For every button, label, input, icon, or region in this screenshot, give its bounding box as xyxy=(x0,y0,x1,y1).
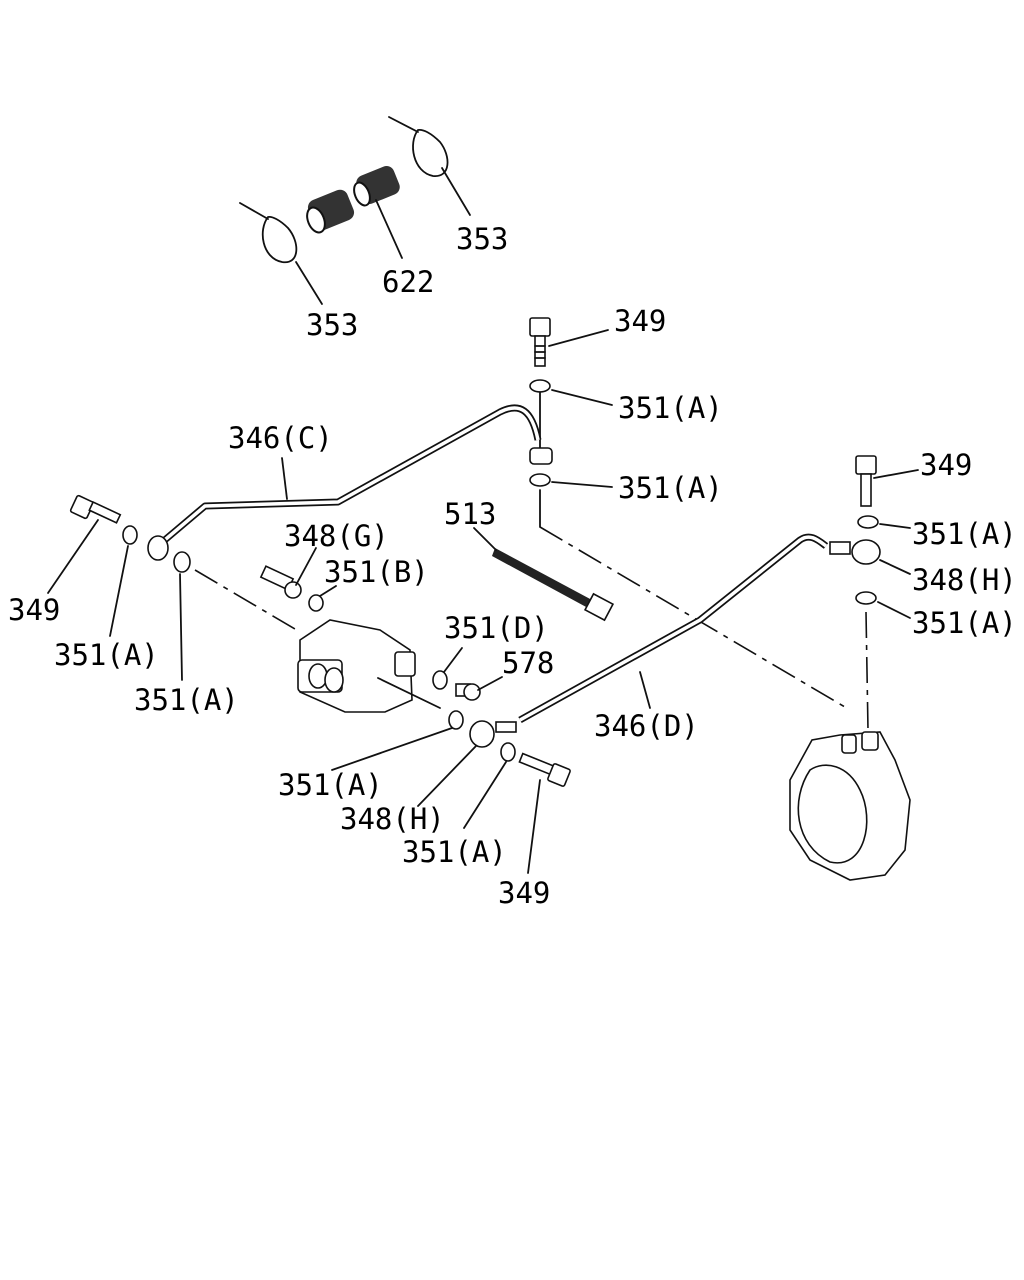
washer-left xyxy=(122,525,138,545)
label-351A-2: 351(A) xyxy=(618,471,723,505)
cylinder-housing xyxy=(789,731,911,881)
label-348H-lower: 348(H) xyxy=(340,802,445,836)
washer-top-1 xyxy=(529,379,551,393)
bolt-349-top xyxy=(529,317,551,367)
pump-housing xyxy=(297,619,441,713)
label-349-lower: 349 xyxy=(498,876,550,910)
label-513: 513 xyxy=(444,497,496,531)
label-353-top: 353 xyxy=(456,222,508,256)
eye-fitting-top xyxy=(529,447,553,465)
washer-right-2 xyxy=(855,591,877,605)
cable-tie-right xyxy=(388,116,449,177)
washer-351B xyxy=(308,594,324,612)
label-351A-8: 351(A) xyxy=(402,835,507,869)
bolt-349-right xyxy=(855,455,877,507)
label-578: 578 xyxy=(502,646,554,680)
label-622: 622 xyxy=(382,265,434,299)
label-346D: 346(D) xyxy=(594,709,699,743)
label-351B: 351(B) xyxy=(324,555,429,589)
label-351A-1: 351(A) xyxy=(618,391,723,425)
washer-right-1 xyxy=(857,515,879,529)
label-349-left: 349 xyxy=(8,593,60,627)
washer-top-2 xyxy=(529,473,551,487)
washer-lower-2 xyxy=(500,742,516,762)
label-351A-6: 351(A) xyxy=(134,683,239,717)
label-351D: 351(D) xyxy=(444,611,549,645)
cable-tie-left xyxy=(239,202,298,263)
washer-left-2 xyxy=(173,551,191,573)
bolt-349-left xyxy=(69,494,122,524)
label-353-bottom: 353 xyxy=(306,308,358,342)
label-351A-5: 351(A) xyxy=(912,606,1017,640)
label-349-top: 349 xyxy=(614,304,666,338)
plug-578 xyxy=(455,683,481,701)
label-349-right: 349 xyxy=(920,448,972,482)
banjo-348G xyxy=(259,565,302,599)
eye-fitting-left xyxy=(147,535,169,561)
bolt-349-lower xyxy=(518,752,571,787)
strap-513 xyxy=(492,548,615,622)
label-348G: 348(G) xyxy=(284,519,389,553)
washer-lower xyxy=(448,710,464,730)
banjo-348H-lower xyxy=(469,720,517,748)
banjo-348H-right xyxy=(829,539,881,565)
spring-right xyxy=(353,166,400,207)
washer-351D xyxy=(432,670,448,690)
label-351A-4: 351(A) xyxy=(912,517,1017,551)
label-348H-right: 348(H) xyxy=(912,563,1017,597)
label-351A-3: 351(A) xyxy=(54,638,159,672)
label-351A-7: 351(A) xyxy=(278,768,383,802)
spring-left xyxy=(306,189,355,234)
label-346C: 346(C) xyxy=(228,421,333,455)
